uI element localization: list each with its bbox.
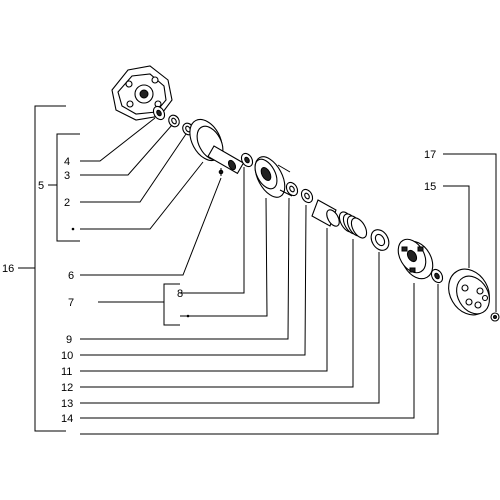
label-14: 14 xyxy=(61,413,73,425)
label-9: 9 xyxy=(66,334,72,346)
label-7: 7 xyxy=(68,297,74,309)
part-seal-ring-a xyxy=(285,181,299,197)
label-13: 13 xyxy=(61,398,73,410)
part-roller-washer xyxy=(240,152,254,168)
part-spring xyxy=(338,211,368,239)
label-16: 16 xyxy=(2,263,14,275)
part-clutch-assembly xyxy=(397,238,434,280)
part-spacer-ring xyxy=(370,229,390,251)
part-clutch-washer xyxy=(430,268,444,284)
leader-lines xyxy=(71,117,497,435)
label-2: 2 xyxy=(64,197,70,209)
label-10: 10 xyxy=(61,350,73,362)
label-6: 6 xyxy=(68,270,74,282)
part-fixed-pulley-half xyxy=(189,118,245,176)
label-12: 12 xyxy=(61,382,73,394)
part-bearing xyxy=(152,105,166,121)
part-nut xyxy=(490,312,500,322)
part-clutch-bell xyxy=(448,268,490,316)
label-17: 17 xyxy=(424,149,436,161)
label-3: 3 xyxy=(64,170,70,182)
part-seal-ring-b xyxy=(300,188,314,204)
label-5: 5 xyxy=(38,180,44,192)
part-sleeve xyxy=(311,199,340,227)
label-11: 11 xyxy=(61,366,72,378)
label-15: 15 xyxy=(424,181,436,193)
part-housing xyxy=(111,65,173,121)
part-washer-a xyxy=(168,114,180,128)
part-movable-pulley-half xyxy=(254,156,293,198)
callout-labels: 16 5 4 3 2 6 7 8 9 10 11 12 13 14 15 17 xyxy=(2,149,436,425)
label-8: 8 xyxy=(177,288,183,300)
bracket-7 xyxy=(98,283,180,326)
label-4: 4 xyxy=(64,156,70,168)
bracket-16 xyxy=(18,105,66,432)
bracket-5 xyxy=(48,133,80,242)
